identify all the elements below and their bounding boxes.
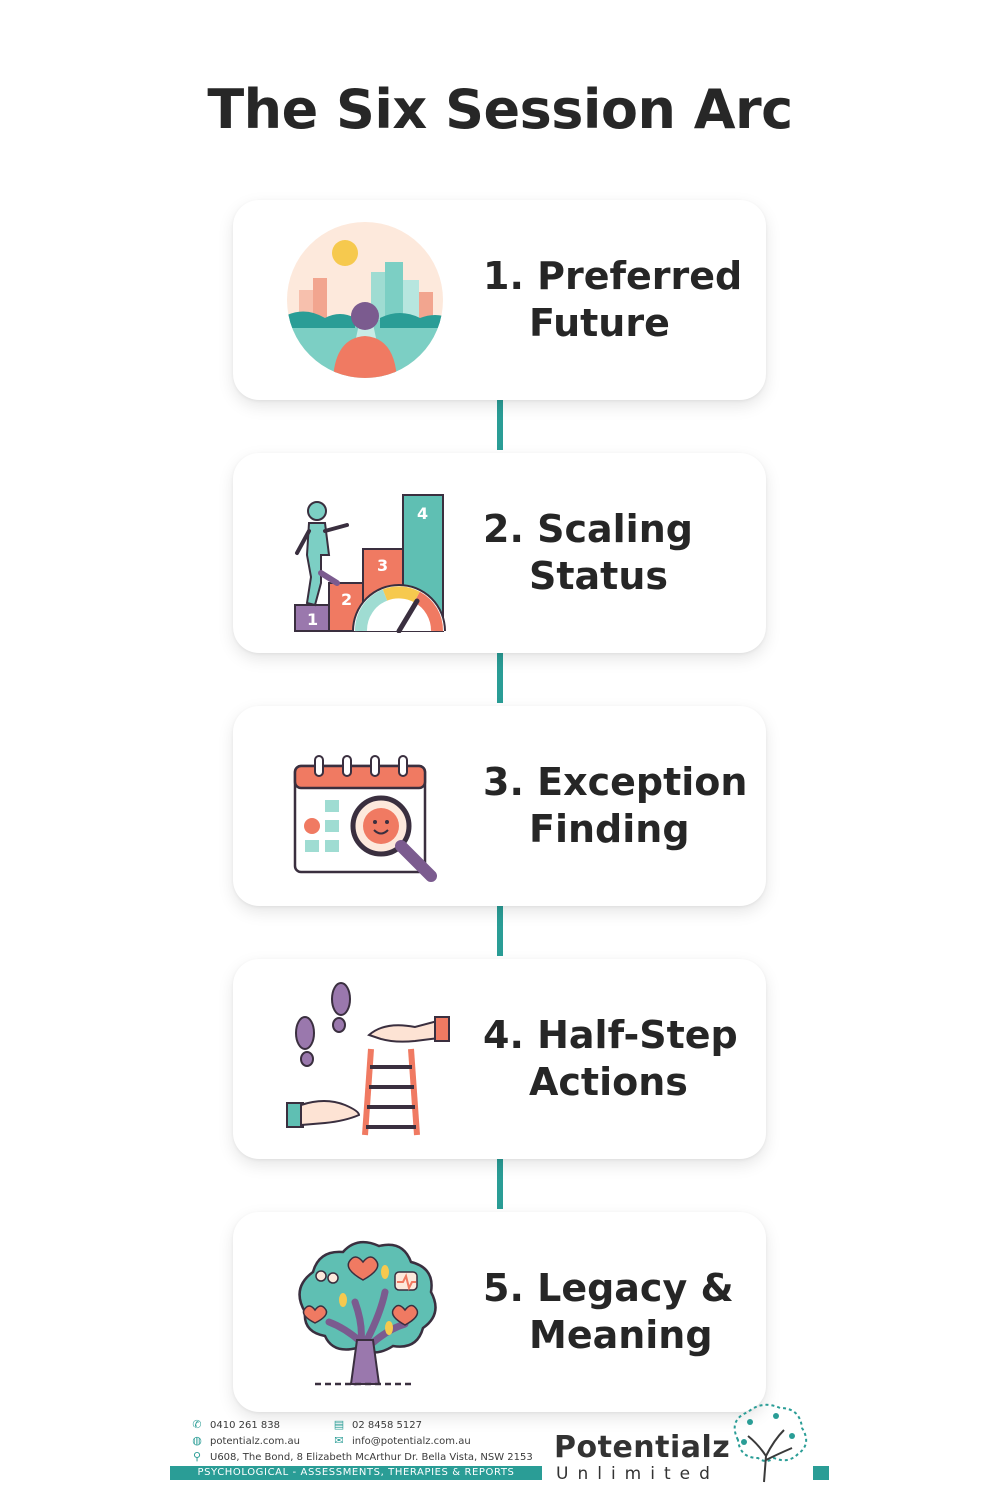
step-label: 3. Exception Finding bbox=[483, 706, 753, 906]
phone-icon: ✆ bbox=[192, 1418, 202, 1431]
step-title-line2: Future bbox=[529, 301, 670, 345]
footer-phone-text: 0410 261 838 bbox=[210, 1420, 280, 1431]
step-card-scaling-status: 1 2 3 4 2. Scaling Status bbox=[233, 453, 766, 653]
heart-tree-icon bbox=[298, 1240, 437, 1386]
page-title: The Six Session Arc bbox=[207, 78, 793, 141]
footer-tagline: PSYCHOLOGICAL - ASSESSMENTS, THERAPIES &… bbox=[170, 1466, 542, 1480]
connector-line bbox=[497, 1159, 503, 1209]
footer-phone: ✆ 0410 261 838 bbox=[190, 1418, 280, 1431]
stair-number: 1 bbox=[307, 610, 318, 629]
footer-email: ✉ info@potentialz.com.au bbox=[332, 1434, 471, 1447]
brain-tree-logo-icon bbox=[733, 1403, 808, 1483]
step-card-half-step-actions: 4. Half-Step Actions bbox=[233, 959, 766, 1159]
calendar-magnifier-icon bbox=[293, 755, 437, 882]
step-label: 4. Half-Step Actions bbox=[483, 959, 753, 1159]
footer-website-link[interactable]: potentialz.com.au bbox=[210, 1436, 300, 1447]
step-title-line1: 1. Preferred bbox=[483, 253, 743, 298]
step-title-line1: 3. Exception bbox=[483, 759, 748, 804]
fax-icon: ▤ bbox=[333, 1418, 345, 1431]
step-label: 2. Scaling Status bbox=[483, 453, 753, 653]
stair-number: 4 bbox=[417, 504, 428, 523]
brand-subtitle: Unlimited bbox=[556, 1464, 719, 1484]
step-title-line1: 2. Scaling bbox=[483, 506, 693, 551]
step-card-legacy-meaning: 5. Legacy & Meaning bbox=[233, 1212, 766, 1412]
connector-line bbox=[497, 906, 503, 956]
connector-line bbox=[497, 653, 503, 703]
brand-accent-square bbox=[813, 1466, 829, 1480]
stair-number: 2 bbox=[341, 590, 352, 609]
step-title-line1: 4. Half-Step bbox=[483, 1012, 738, 1057]
step-title-line1: 5. Legacy & bbox=[483, 1265, 734, 1310]
step-title-line2: Meaning bbox=[529, 1313, 713, 1357]
step-title-line2: Status bbox=[529, 554, 669, 598]
footer-address-text: U608, The Bond, 8 Elizabeth McArthur Dr.… bbox=[210, 1452, 533, 1463]
footer-website: ◍ potentialz.com.au bbox=[190, 1434, 300, 1447]
step-card-preferred-future: 1. Preferred Future bbox=[233, 200, 766, 400]
steps-gauge-icon: 1 2 3 4 bbox=[294, 494, 446, 633]
footer-email-link[interactable]: info@potentialz.com.au bbox=[352, 1436, 471, 1447]
mail-icon: ✉ bbox=[334, 1434, 344, 1447]
step-title-line2: Finding bbox=[529, 807, 690, 851]
step-label: 5. Legacy & Meaning bbox=[483, 1212, 753, 1412]
brand-name: Potentialz bbox=[554, 1430, 731, 1465]
step-card-exception-finding: 3. Exception Finding bbox=[233, 706, 766, 906]
footer-address: ⚲ U608, The Bond, 8 Elizabeth McArthur Dr… bbox=[190, 1450, 533, 1463]
footer-fax-text: 02 8458 5127 bbox=[352, 1420, 422, 1431]
step-label: 1. Preferred Future bbox=[483, 200, 753, 400]
sunrise-city-person-icon bbox=[287, 222, 443, 378]
footer: ✆ 0410 261 838 ▤ 02 8458 5127 ◍ potentialz.… bbox=[170, 1403, 830, 1500]
globe-icon: ◍ bbox=[192, 1434, 202, 1447]
location-pin-icon: ⚲ bbox=[192, 1450, 202, 1463]
step-title-line2: Actions bbox=[529, 1060, 688, 1104]
footer-fax: ▤ 02 8458 5127 bbox=[332, 1418, 422, 1431]
connector-line bbox=[497, 400, 503, 450]
stair-number: 3 bbox=[377, 556, 388, 575]
footprints-ladder-hands-icon bbox=[286, 982, 450, 1136]
